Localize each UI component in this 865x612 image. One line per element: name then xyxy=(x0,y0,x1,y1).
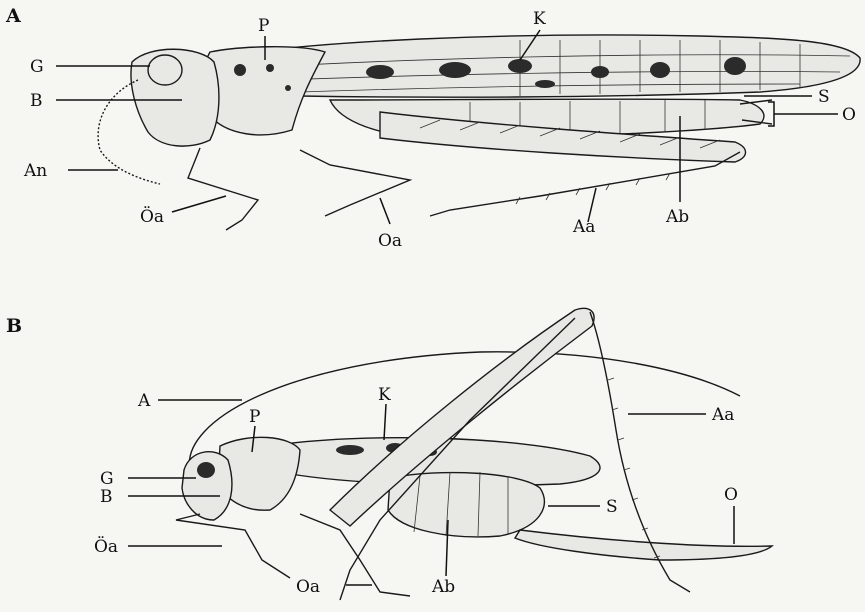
label-b-O: O xyxy=(724,485,738,505)
panel-b-title: B xyxy=(6,315,22,337)
label-b-Ab: Ab xyxy=(431,577,455,597)
label-a-G: G xyxy=(30,57,44,77)
grasshopper-midleg xyxy=(300,150,410,216)
label-b-G: G xyxy=(100,469,114,489)
label-b-S: S xyxy=(606,497,618,517)
label-a-An: An xyxy=(23,161,47,181)
cricket-tibia-spines xyxy=(608,378,660,558)
label-b-P: P xyxy=(249,407,260,427)
label-a-Aa: Aa xyxy=(572,217,595,237)
grasshopper-foreleg xyxy=(188,148,258,230)
label-a-B: B xyxy=(30,91,43,111)
label-a-K: K xyxy=(533,9,546,29)
label-b-K: K xyxy=(378,385,391,405)
cricket-abdomen xyxy=(388,473,544,537)
grasshopper-compound-eye xyxy=(148,55,182,85)
label-b-Oa-mid: Oa xyxy=(296,577,320,597)
label-b-Aa: Aa xyxy=(711,405,734,425)
label-a-Oa-mid: Oa xyxy=(378,231,402,251)
label-b-A: A xyxy=(137,391,151,411)
label-b-B: B xyxy=(100,487,113,507)
label-b-Oa-fore: Öa xyxy=(94,536,118,557)
label-a-O: O xyxy=(842,105,856,125)
panel-a: A xyxy=(5,5,860,251)
label-a-Oa-fore: Öa xyxy=(140,206,164,227)
grasshopper-hind-tibia xyxy=(430,152,740,216)
label-a-S: S xyxy=(818,87,830,107)
panel-a-title: A xyxy=(5,5,21,27)
panel-b: B xyxy=(6,308,772,600)
cricket-head xyxy=(182,452,232,520)
label-a-Ab: Ab xyxy=(665,207,689,227)
label-a-P: P xyxy=(258,16,269,36)
cricket-compound-eye xyxy=(197,462,215,478)
